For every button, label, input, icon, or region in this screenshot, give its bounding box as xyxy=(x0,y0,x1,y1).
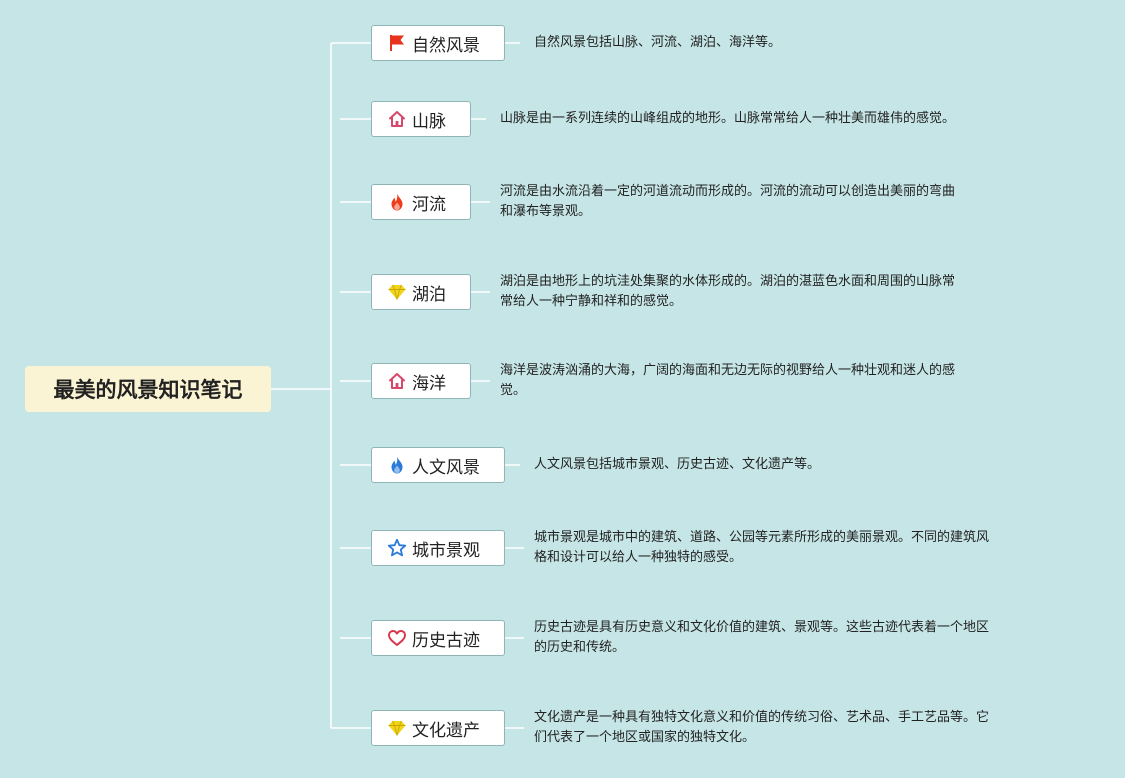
branch-label: 河流 xyxy=(412,194,446,215)
description-text: 城市景观是城市中的建筑、道路、公园等元素所形成的美丽景观。不同的建筑风格和设计可… xyxy=(534,528,989,568)
branch-label: 自然风景 xyxy=(412,35,480,56)
gem-icon xyxy=(386,281,408,303)
description-line: 常给人一种宁静和祥和的感觉。 xyxy=(500,294,683,309)
description-line: 城市景观是城市中的建筑、道路、公园等元素所形成的美丽景观。不同的建筑风 xyxy=(534,530,990,545)
branch-node[interactable]: 自然风景 xyxy=(371,25,505,61)
description-text: 湖泊是由地形上的坑洼处集聚的水体形成的。湖泊的湛蓝色水面和周围的山脉常常给人一种… xyxy=(500,272,955,312)
branch-label: 人文风景 xyxy=(412,457,480,478)
branch-label: 文化遗产 xyxy=(412,720,480,741)
branch-node[interactable]: 海洋 xyxy=(371,363,471,399)
branch-node[interactable]: 湖泊 xyxy=(371,274,471,310)
description-line: 的历史和传统。 xyxy=(534,640,626,655)
branch-node[interactable]: 山脉 xyxy=(371,101,471,137)
description-text: 山脉是由一系列连续的山峰组成的地形。山脉常常给人一种壮美而雄伟的感觉。 xyxy=(500,109,955,129)
root-topic[interactable]: 最美的风景知识笔记 xyxy=(25,366,271,412)
branch-node[interactable]: 城市景观 xyxy=(371,530,505,566)
description-line: 觉。 xyxy=(500,383,527,398)
branch-label: 山脉 xyxy=(412,111,446,132)
water-flame-icon xyxy=(386,454,408,476)
branch-node[interactable]: 人文风景 xyxy=(371,447,505,483)
description-line: 文化遗产是一种具有独特文化意义和价值的传统习俗、艺术品、手工艺品等。它 xyxy=(534,710,990,725)
description-line: 自然风景包括山脉、河流、湖泊、海洋等。 xyxy=(534,35,782,50)
description-text: 海洋是波涛汹涌的大海，广阔的海面和无边无际的视野给人一种壮观和迷人的感觉。 xyxy=(500,361,955,401)
description-line: 格和设计可以给人一种独特的感受。 xyxy=(534,550,743,565)
description-line: 历史古迹是具有历史意义和文化价值的建筑、景观等。这些古迹代表着一个地区 xyxy=(534,620,990,635)
flag-icon xyxy=(386,32,408,54)
branch-node[interactable]: 文化遗产 xyxy=(371,710,505,746)
description-line: 河流是由水流沿着一定的河道流动而形成的。河流的流动可以创造出美丽的弯曲 xyxy=(500,184,956,199)
description-text: 自然风景包括山脉、河流、湖泊、海洋等。 xyxy=(534,33,781,53)
description-text: 文化遗产是一种具有独特文化意义和价值的传统习俗、艺术品、手工艺品等。它们代表了一… xyxy=(534,708,989,748)
fire-icon xyxy=(386,191,408,213)
branch-node[interactable]: 河流 xyxy=(371,184,471,220)
description-line: 人文风景包括城市景观、历史古迹、文化遗产等。 xyxy=(534,457,821,472)
gem-icon xyxy=(386,717,408,739)
heart-icon xyxy=(386,627,408,649)
description-line: 湖泊是由地形上的坑洼处集聚的水体形成的。湖泊的湛蓝色水面和周围的山脉常 xyxy=(500,274,956,289)
description-text: 河流是由水流沿着一定的河道流动而形成的。河流的流动可以创造出美丽的弯曲和瀑布等景… xyxy=(500,182,955,222)
description-line: 和瀑布等景观。 xyxy=(500,204,592,219)
star-icon xyxy=(386,537,408,559)
description-text: 人文风景包括城市景观、历史古迹、文化遗产等。 xyxy=(534,455,820,475)
house-icon xyxy=(386,370,408,392)
branch-label: 湖泊 xyxy=(412,284,446,305)
description-line: 们代表了一个地区或国家的独特文化。 xyxy=(534,730,756,745)
description-line: 山脉是由一系列连续的山峰组成的地形。山脉常常给人一种壮美而雄伟的感觉。 xyxy=(500,111,956,126)
branch-node[interactable]: 历史古迹 xyxy=(371,620,505,656)
branch-label: 海洋 xyxy=(412,373,446,394)
branch-label: 城市景观 xyxy=(412,540,480,561)
branch-label: 历史古迹 xyxy=(412,630,480,651)
description-line: 海洋是波涛汹涌的大海，广阔的海面和无边无际的视野给人一种壮观和迷人的感 xyxy=(500,363,956,378)
house-icon xyxy=(386,108,408,130)
description-text: 历史古迹是具有历史意义和文化价值的建筑、景观等。这些古迹代表着一个地区的历史和传… xyxy=(534,618,989,658)
root-topic-label: 最美的风景知识笔记 xyxy=(53,378,243,402)
